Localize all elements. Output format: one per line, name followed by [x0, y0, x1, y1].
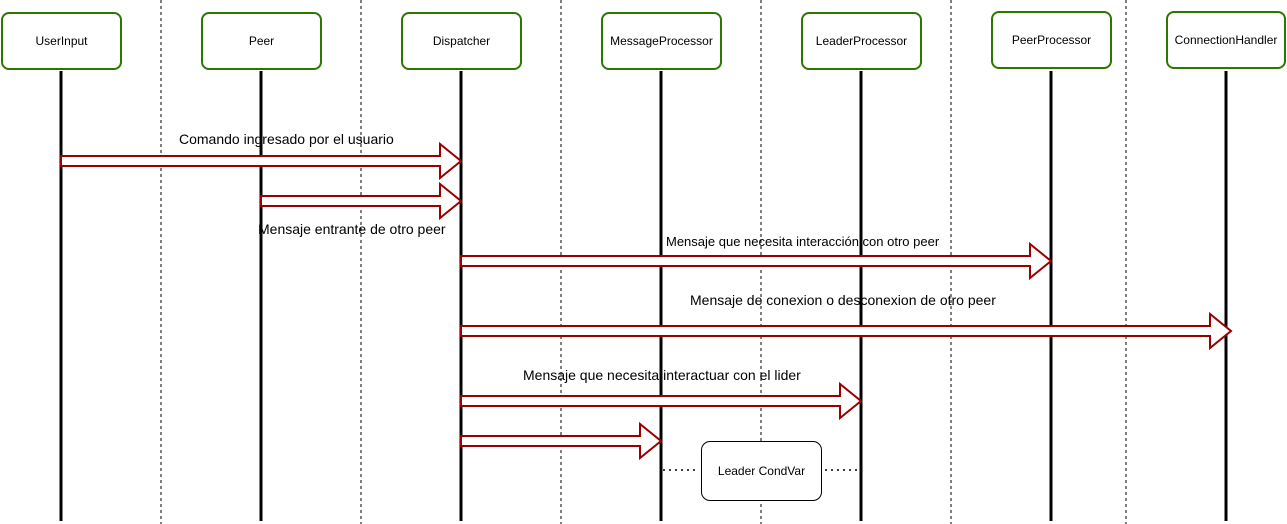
- message-arrow: [460, 311, 1233, 351]
- actor-label: UserInput: [35, 34, 88, 48]
- actor-label: Dispatcher: [432, 34, 491, 48]
- actor-dispatcher[interactable]: Dispatcher: [401, 12, 522, 70]
- message-arrow: [460, 421, 663, 461]
- message-arrow: [60, 141, 463, 181]
- actor-label: LeaderProcessor: [815, 34, 908, 48]
- message-label-peer-incoming: Mensaje entrante de otro peer: [258, 221, 446, 237]
- actor-label: Peer: [248, 34, 275, 48]
- note-leader-condvar[interactable]: Leader CondVar: [701, 441, 822, 501]
- message-label-connection: Mensaje de conexion o desconexion de otr…: [690, 292, 996, 308]
- actor-userinput[interactable]: UserInput: [1, 12, 122, 70]
- actor-leaderprocessor[interactable]: LeaderProcessor: [801, 12, 922, 70]
- message-arrow: [460, 241, 1053, 281]
- actor-peer[interactable]: Peer: [201, 12, 322, 70]
- note-label: Leader CondVar: [717, 464, 806, 478]
- actor-connectionhandler[interactable]: ConnectionHandler: [1166, 11, 1286, 69]
- message-label-user-command: Comando ingresado por el usuario: [179, 131, 394, 147]
- actor-peerprocessor[interactable]: PeerProcessor: [991, 11, 1112, 69]
- message-arrow: [260, 181, 463, 221]
- actor-label: ConnectionHandler: [1174, 33, 1278, 47]
- actor-label: PeerProcessor: [1011, 33, 1092, 47]
- message-label-peer-interaction: Mensaje que necesita interacción con otr…: [666, 234, 940, 249]
- actor-messageprocessor[interactable]: MessageProcessor: [601, 12, 722, 70]
- message-arrow: [460, 381, 863, 421]
- actor-label: MessageProcessor: [610, 34, 713, 48]
- message-label-leader: Mensaje que necesita interactuar con el …: [523, 367, 801, 383]
